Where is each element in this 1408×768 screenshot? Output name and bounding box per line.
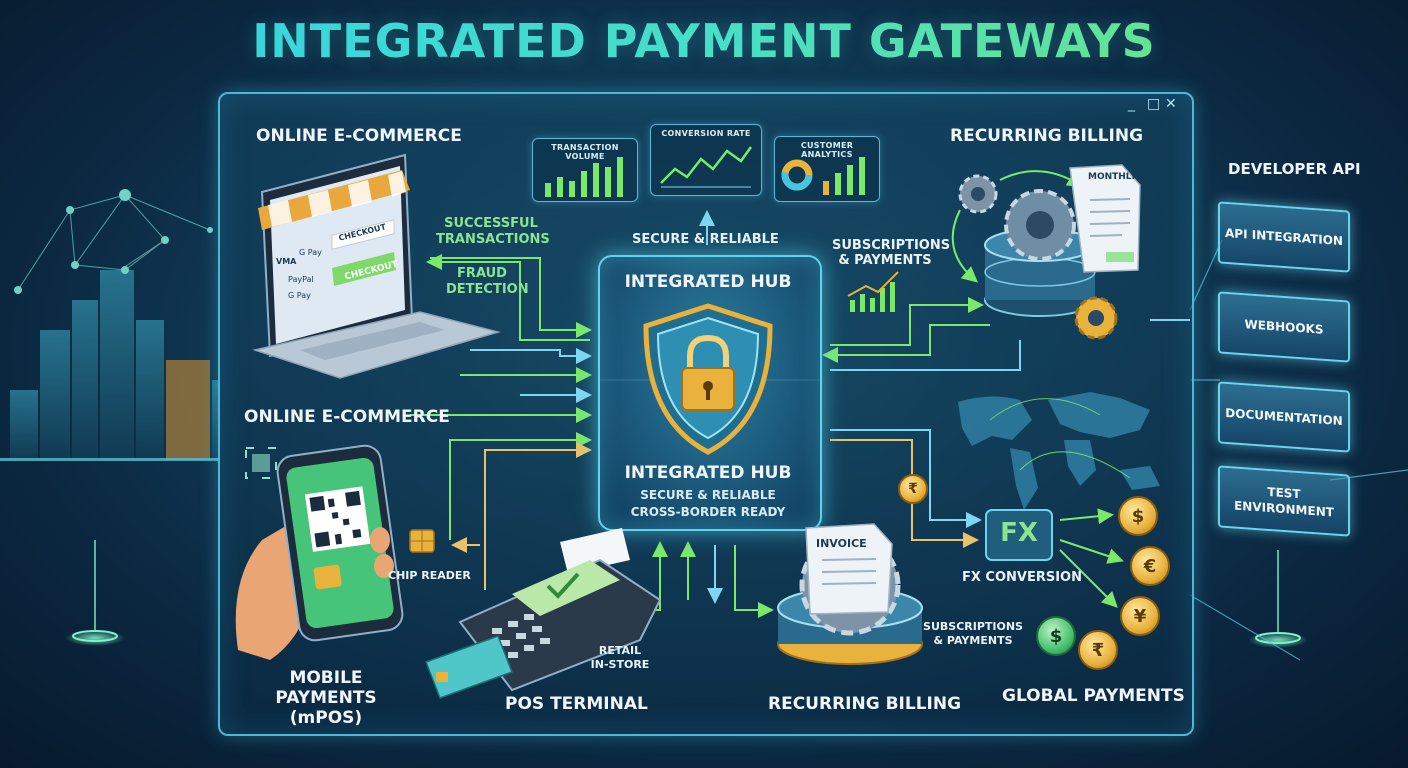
- payment-option-gpay-2[interactable]: G Pay: [288, 291, 311, 300]
- conversion-rate-card: CONVERSION RATE: [650, 124, 762, 196]
- subscriptions-label-top: SUBSCRIPTIONS & PAYMENTS: [832, 238, 951, 268]
- developer-api-title: DEVELOPER API: [1228, 160, 1361, 178]
- hub-title-top: INTEGRATED HUB: [624, 272, 792, 292]
- global-payments-label: GLOBAL PAYMENTS: [1002, 686, 1185, 706]
- left-city: [0, 189, 218, 461]
- customer-analytics-title: CUSTOMER ANALYTICS: [800, 141, 854, 159]
- yen-coin-icon: ¥: [1120, 596, 1160, 636]
- conversion-rate-title: CONVERSION RATE: [661, 129, 751, 138]
- euro-coin-icon: €: [1130, 546, 1170, 586]
- fraud-detection-label: FRAUD DETECTION: [446, 266, 529, 297]
- line-chart-icon: [660, 146, 753, 188]
- pos-terminal-label: POS TERMINAL: [505, 694, 648, 714]
- mobile-payments-label: MOBILE PAYMENTS (mPOS): [275, 668, 377, 728]
- secure-reliable-tagline: SECURE & RELIABLE: [632, 232, 779, 247]
- close-icon[interactable]: ✕: [1165, 96, 1177, 112]
- ecommerce-label-top: ONLINE E-COMMERCE: [256, 126, 462, 146]
- payment-option-vma[interactable]: VMA: [276, 257, 297, 266]
- payment-option-paypal[interactable]: PayPal: [288, 275, 314, 284]
- donut-chart-icon: [781, 157, 865, 195]
- monthly-doc-label: MONTHLY: [1088, 172, 1137, 182]
- recurring-label-top: RECURRING BILLING: [950, 126, 1144, 146]
- invoice-label: INVOICE: [816, 537, 867, 550]
- rupee-coin-icon: ₹: [898, 474, 928, 504]
- subscriptions-label-bottom: SUBSCRIPTIONS & PAYMENTS: [923, 620, 1023, 647]
- retail-in-store-label: RETAIL IN-STORE: [590, 644, 650, 671]
- hub-line-secure: SECURE & RELIABLE: [640, 488, 776, 502]
- fx-box: FX: [1000, 518, 1038, 548]
- transaction-volume-card: TRANSACTION VOLUME: [532, 138, 638, 202]
- chip-reader-label: CHIP READER: [388, 569, 471, 582]
- hub-line-crossborder: CROSS-BORDER READY: [630, 505, 786, 519]
- fx-conversion-label: FX CONVERSION: [962, 570, 1082, 585]
- customer-analytics-card: CUSTOMER ANALYTICS: [774, 136, 880, 202]
- transaction-volume-title: TRANSACTION VOLUME: [551, 143, 619, 161]
- page-title: INTEGRATED PAYMENT GATEWAYS: [0, 14, 1408, 68]
- maximize-icon[interactable]: □: [1147, 96, 1161, 112]
- rupee-coin-2-icon: ₹: [1078, 630, 1118, 670]
- minimize-icon[interactable]: _: [1128, 96, 1135, 112]
- recurring-label-bottom: RECURRING BILLING: [768, 694, 962, 714]
- hub-title-bottom: INTEGRATED HUB: [624, 463, 792, 483]
- payment-option-gpay[interactable]: G Pay: [299, 248, 322, 257]
- dollar-green-coin-icon: $: [1036, 616, 1076, 656]
- dollar-coin-icon: $: [1118, 496, 1158, 536]
- bar-chart-icon: [545, 157, 623, 197]
- ecommerce-label-bottom: ONLINE E-COMMERCE: [244, 407, 450, 427]
- successful-transactions-label: SUCCESSFUL TRANSACTIONS: [436, 216, 550, 247]
